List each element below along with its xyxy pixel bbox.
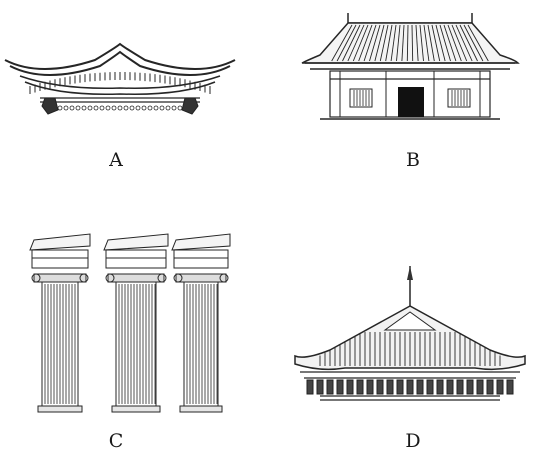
- classical-columns-illustration-c: [20, 222, 240, 417]
- column-3: [171, 233, 231, 413]
- hip-roof-drawing: [294, 266, 526, 401]
- columns-drawing: [29, 233, 231, 413]
- column-2: [103, 233, 169, 413]
- label-a: A: [109, 149, 123, 171]
- roof-eave-drawing: [4, 42, 236, 115]
- roof-eave-illustration-a: [0, 30, 240, 125]
- hip-roof-illustration-d: [290, 260, 530, 410]
- hall-drawing: [301, 13, 520, 120]
- label-d: D: [405, 430, 421, 452]
- column-1: [29, 233, 91, 413]
- label-b: B: [406, 149, 420, 171]
- label-c: C: [108, 430, 124, 452]
- traditional-hall-illustration-b: [300, 5, 520, 125]
